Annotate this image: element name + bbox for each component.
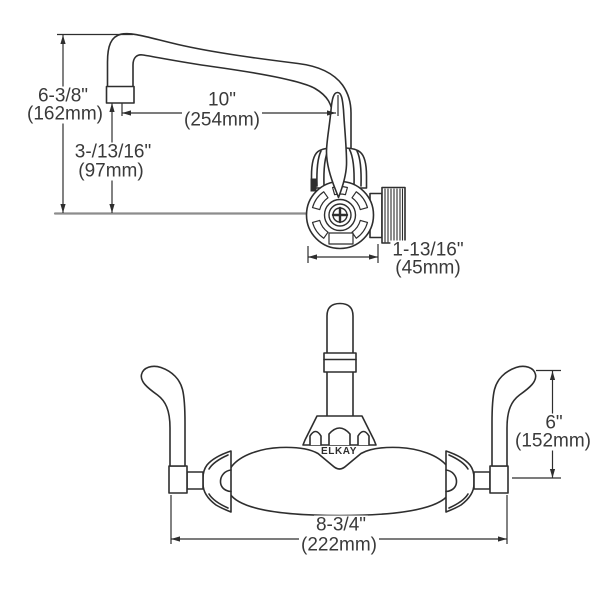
set-screw (310, 178, 317, 192)
thread-lines (384, 188, 404, 243)
spout-stub (302, 302, 377, 446)
right-handle-block (489, 465, 509, 494)
dim-overall-width-inches: 8-3/4" (313, 514, 369, 536)
dim-spout-reach-metric: (254mm) (181, 109, 263, 131)
handle-side (325, 91, 348, 199)
right-handle-stub (473, 471, 491, 490)
front-view (140, 302, 537, 517)
left-bonnet (202, 450, 232, 513)
right-handle (473, 365, 537, 494)
dim-overall-width-metric: (222mm) (298, 534, 380, 556)
dim-body-depth-metric: (45mm) (393, 257, 463, 279)
right-wristblade (491, 365, 537, 467)
spout-collar (323, 352, 357, 373)
center-screw (323, 198, 357, 232)
dimension-arrowheads (60, 35, 556, 542)
dim-outlet-height-metric: (97mm) (76, 160, 146, 182)
left-handle (140, 365, 204, 494)
threaded-nipple (369, 186, 406, 244)
faucet-body (226, 446, 453, 517)
brand-logo: ELKAY (321, 446, 357, 457)
left-handle-block (168, 465, 188, 494)
dim-outlet-height-inches: 3-/13/16" (72, 141, 154, 163)
left-handle-stub (186, 471, 204, 490)
aerator (105, 85, 135, 104)
dim-body-depth-inches: 1-13/16" (390, 239, 466, 261)
left-wristblade (140, 365, 186, 467)
dim-handle-height-inches: 6" (543, 412, 565, 434)
right-bonnet (445, 450, 475, 513)
dim-spout-height-metric: (162mm) (24, 103, 106, 125)
side-view (53, 32, 406, 250)
dim-spout-height-inches: 6-3/8" (35, 85, 91, 107)
phillips-cross-icon (331, 206, 349, 224)
spout-outline (106, 32, 352, 160)
dim-handle-height-metric: (152mm) (512, 430, 594, 452)
dim-spout-reach-inches: 10" (206, 89, 238, 111)
